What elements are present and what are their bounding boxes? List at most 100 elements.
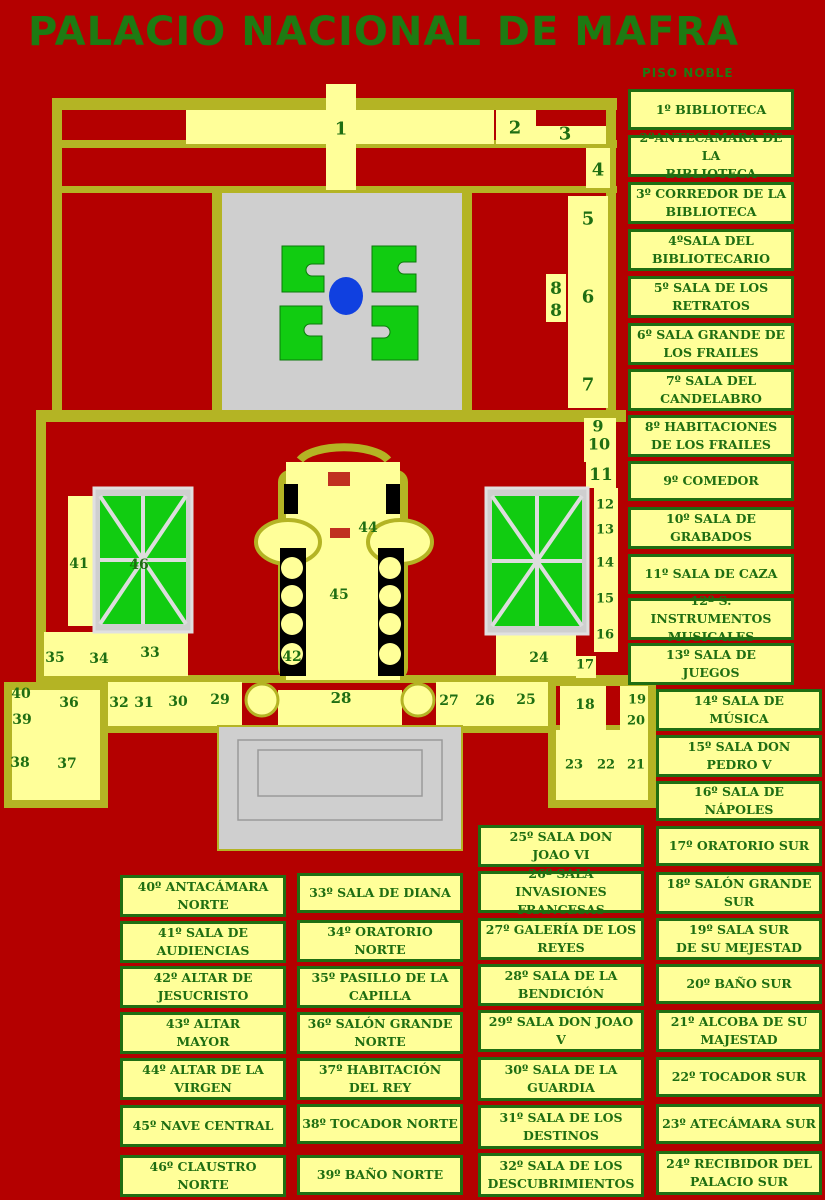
legend-item-41: 41º SALA DE AUDIENCIAS bbox=[120, 921, 286, 963]
legend-item-44: 44º ALTAR DE LA VIRGEN bbox=[120, 1058, 286, 1100]
map-number-21: 21 bbox=[627, 758, 645, 773]
map-number-26: 26 bbox=[475, 693, 494, 709]
map-number-32: 32 bbox=[109, 695, 128, 711]
legend-item-46: 46º CLAUSTRO NORTE bbox=[120, 1155, 286, 1197]
basilica bbox=[244, 443, 436, 718]
map-number-36: 36 bbox=[59, 695, 78, 711]
legend-item-30: 30º SALA DE LA GUARDIA bbox=[478, 1057, 644, 1101]
map-number-6: 6 bbox=[582, 287, 595, 308]
map-number-29: 29 bbox=[210, 692, 229, 708]
legend-item-38: 38º TOCADOR NORTE bbox=[297, 1104, 463, 1144]
legend-item-26: 26º SALA INVASIONES FRANCESAS bbox=[478, 866, 644, 917]
map-number-42: 42 bbox=[282, 649, 301, 665]
legend-item-3: 3º CORREDOR DE LA BIBLIOTECA bbox=[628, 182, 794, 224]
map-number-27: 27 bbox=[439, 693, 458, 709]
room-numbers: 1 2 3 4 5 6 7 8 8 9 10 11 12 13 14 15 16… bbox=[10, 118, 646, 773]
map-number-34: 34 bbox=[89, 651, 109, 667]
front-stairs bbox=[217, 725, 463, 851]
legend-item-42: 42º ALTAR DE JESUCRISTO bbox=[120, 966, 286, 1008]
map-number-33: 33 bbox=[140, 645, 159, 661]
map-number-30: 30 bbox=[168, 694, 188, 710]
fountain bbox=[329, 277, 363, 315]
map-number-2: 2 bbox=[509, 118, 522, 139]
map-number-24: 24 bbox=[529, 650, 549, 666]
garden-parterre bbox=[279, 245, 419, 361]
map-number-25: 25 bbox=[516, 692, 535, 708]
map-number-44: 44 bbox=[358, 520, 378, 536]
legend-item-7: 7º SALA DEL CANDELABRO bbox=[628, 369, 794, 411]
legend-item-33: 33º SALA DE DIANA bbox=[297, 873, 463, 913]
map-number-18: 18 bbox=[575, 697, 594, 713]
legend-item-8: 8º HABITACIONES DE LOS FRAILES bbox=[628, 415, 794, 457]
map-number-19: 19 bbox=[628, 693, 646, 708]
map-number-40: 40 bbox=[11, 686, 31, 702]
map-number-35: 35 bbox=[45, 650, 64, 666]
map-number-1: 1 bbox=[335, 119, 348, 140]
legend-item-36: 36º SALÓN GRANDE NORTE bbox=[297, 1012, 463, 1054]
map-subtitle: PISO NOBLE bbox=[642, 66, 734, 80]
legend-item-15: 15º SALA DON PEDRO V bbox=[656, 735, 822, 777]
map-number-8b: 8 bbox=[550, 301, 562, 321]
floor-plan: 1 2 3 4 5 6 7 8 8 9 10 11 12 13 14 15 16… bbox=[4, 84, 656, 851]
map-number-45: 45 bbox=[329, 587, 348, 603]
legend-item-43: 43º ALTAR MAYOR bbox=[120, 1012, 286, 1054]
legend-item-17: 17º ORATORIO SUR bbox=[656, 826, 822, 866]
legend-item-9: 9º COMEDOR bbox=[628, 461, 794, 501]
legend-item-6: 6º SALA GRANDE DE LOS FRAILES bbox=[628, 323, 794, 365]
legend-item-11: 11º SALA DE CAZA bbox=[628, 554, 794, 594]
map-number-17: 17 bbox=[576, 658, 594, 673]
map-number-28: 28 bbox=[331, 689, 352, 707]
legend-item-19: 19º SALA SUR DE SU MEJESTAD bbox=[656, 918, 822, 960]
legend-item-13: 13º SALA DE JUEGOS bbox=[628, 643, 794, 685]
map-number-7: 7 bbox=[582, 375, 595, 396]
legend-item-18: 18º SALÓN GRANDE SUR bbox=[656, 872, 822, 914]
legend-item-32: 32º SALA DE LOS DESCUBRIMIENTOS bbox=[478, 1153, 644, 1197]
legend-item-23: 23º ATECÁMARA SUR bbox=[656, 1104, 822, 1144]
legend-item-14: 14º SALA DE MÚSICA bbox=[656, 689, 822, 731]
legend-item-31: 31º SALA DE LOS DESTINOS bbox=[478, 1105, 644, 1149]
legend-item-45: 45º NAVE CENTRAL bbox=[120, 1105, 286, 1147]
legend-item-35: 35º PASILLO DE LA CAPILLA bbox=[297, 966, 463, 1008]
map-number-41: 41 bbox=[69, 556, 88, 572]
legend-item-5: 5º SALA DE LOS RETRATOS bbox=[628, 276, 794, 318]
map-number-23: 23 bbox=[565, 758, 583, 773]
map-number-12: 12 bbox=[596, 498, 614, 513]
map-number-10: 10 bbox=[588, 435, 610, 454]
legend-item-28: 28º SALA DE LA BENDICIÓN bbox=[478, 964, 644, 1006]
rooms bbox=[12, 84, 648, 800]
legend-item-22: 22º TOCADOR SUR bbox=[656, 1057, 822, 1097]
legend-item-40: 40º ANTACÁMARA NORTE bbox=[120, 875, 286, 917]
map-number-46: 46 bbox=[129, 557, 148, 573]
map-number-38: 38 bbox=[10, 755, 29, 771]
legend-item-24: 24º RECIBIDOR DEL PALACIO SUR bbox=[656, 1151, 822, 1195]
map-number-20: 20 bbox=[627, 714, 645, 729]
map-number-3: 3 bbox=[559, 124, 572, 145]
map-number-13: 13 bbox=[596, 523, 614, 538]
map-number-11: 11 bbox=[589, 465, 613, 485]
legend-item-10: 10º SALA DE GRABADOS bbox=[628, 507, 794, 549]
cloister-north bbox=[92, 486, 194, 634]
legend-item-34: 34º ORATORIO NORTE bbox=[297, 920, 463, 962]
legend-item-1: 1º BIBLIOTECA bbox=[628, 89, 794, 130]
legend-item-12: 12º S. INSTRUMENTOS MUSICALES bbox=[628, 593, 794, 644]
legend-item-21: 21º ALCOBA DE SU MAJESTAD bbox=[656, 1010, 822, 1052]
map-number-22: 22 bbox=[597, 758, 615, 773]
map-number-8a: 8 bbox=[550, 279, 562, 299]
legend-item-27: 27º GALERÍA DE LOS REYES bbox=[478, 918, 644, 960]
legend-item-2: 2ºANTECÁMARA DE LA BIBLIOTECA bbox=[628, 130, 794, 181]
map-number-4: 4 bbox=[592, 160, 605, 181]
map-number-39: 39 bbox=[12, 712, 31, 728]
legend-item-29: 29º SALA DON JOAO V bbox=[478, 1010, 644, 1052]
map-number-16: 16 bbox=[596, 628, 614, 643]
map-number-37: 37 bbox=[57, 756, 76, 772]
map-number-5: 5 bbox=[582, 209, 595, 230]
legend-item-20: 20º BAÑO SUR bbox=[656, 964, 822, 1004]
legend-item-16: 16º SALA DE NÁPOLES bbox=[656, 781, 822, 821]
cloister-south bbox=[484, 486, 590, 636]
legend-item-25: 25º SALA DON JOAO VI bbox=[478, 825, 644, 867]
legend-item-4: 4ºSALA DEL BIBLIOTECARIO bbox=[628, 229, 794, 271]
map-title: PALACIO NACIONAL DE MAFRA bbox=[28, 9, 740, 55]
map-number-9: 9 bbox=[592, 417, 603, 436]
map-number-31: 31 bbox=[134, 695, 153, 711]
legend-item-37: 37º HABITACIÓN DEL REY bbox=[297, 1058, 463, 1100]
